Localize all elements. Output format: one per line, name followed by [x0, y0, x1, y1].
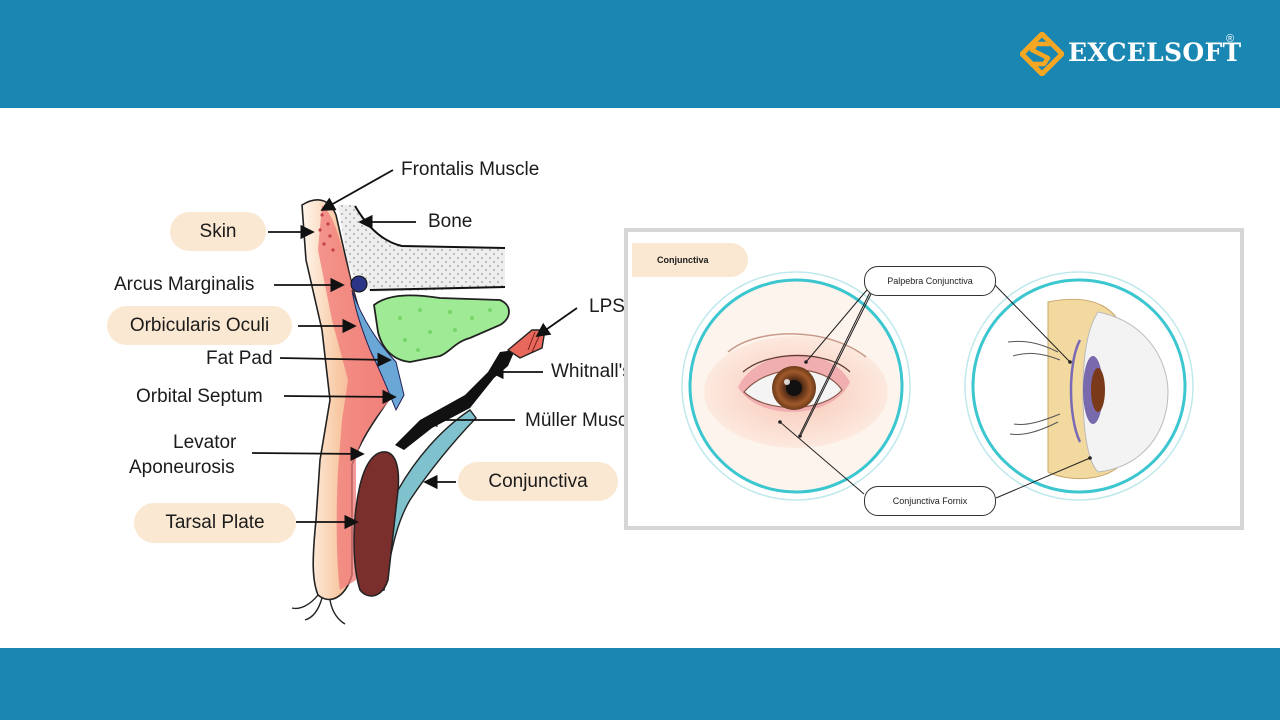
conjunctiva-panel: Conjunctiva: [624, 228, 1244, 530]
brand-name: EXCELSOFT: [1068, 38, 1242, 67]
label-bone: Bone: [428, 211, 473, 232]
label-frontalis-muscle: Frontalis Muscle: [401, 159, 540, 180]
label-conjunctiva-fornix: Conjunctiva Fornix: [864, 486, 996, 516]
right-iris: [1091, 368, 1105, 412]
right-eye-ring: [971, 278, 1187, 494]
label-orbicularis-oculi: Orbicularis Oculi: [107, 306, 292, 345]
panel-tag-conjunctiva: Conjunctiva: [632, 243, 748, 277]
label-fat-pad: Fat Pad: [206, 348, 273, 369]
label-arcus-marginalis: Arcus Marginalis: [114, 274, 255, 295]
top-banner: [0, 0, 1280, 108]
orbital-septum-arrow: [283, 389, 397, 405]
label-palpebra-conjunctiva: Palpebra Conjunctiva: [864, 266, 996, 296]
label-whitnalls: Whitnall's: [551, 361, 632, 382]
conjunctiva-illustration: [681, 271, 1194, 501]
label-muller-muscle: Müller Muscle: [525, 410, 643, 431]
label-skin: Skin: [170, 212, 266, 251]
fat-pad-arrow: [279, 352, 392, 367]
levator-arrow: [251, 446, 365, 462]
label-orbital-septum: Orbital Septum: [136, 386, 263, 407]
lps-arrow: [535, 307, 578, 338]
brand-logo: EXCELSOFT ®: [1020, 32, 1260, 76]
label-levator: Levator: [173, 432, 237, 453]
excelsoft-logo-icon: [1020, 32, 1064, 76]
left-eye-ring: [688, 278, 904, 494]
bone-shape: [338, 205, 505, 292]
fat-pad-shape: [373, 294, 510, 363]
label-aponeurosis: Aponeurosis: [129, 457, 235, 478]
tarsal-plate-shape: [353, 451, 400, 597]
arcus-marginalis-shape: [350, 275, 368, 293]
registered-mark: ®: [1226, 33, 1235, 45]
bottom-banner: [0, 648, 1280, 720]
label-conjunctiva: Conjunctiva: [458, 462, 618, 501]
label-tarsal-plate: Tarsal Plate: [134, 503, 296, 543]
frontalis-arrow: [320, 169, 394, 211]
